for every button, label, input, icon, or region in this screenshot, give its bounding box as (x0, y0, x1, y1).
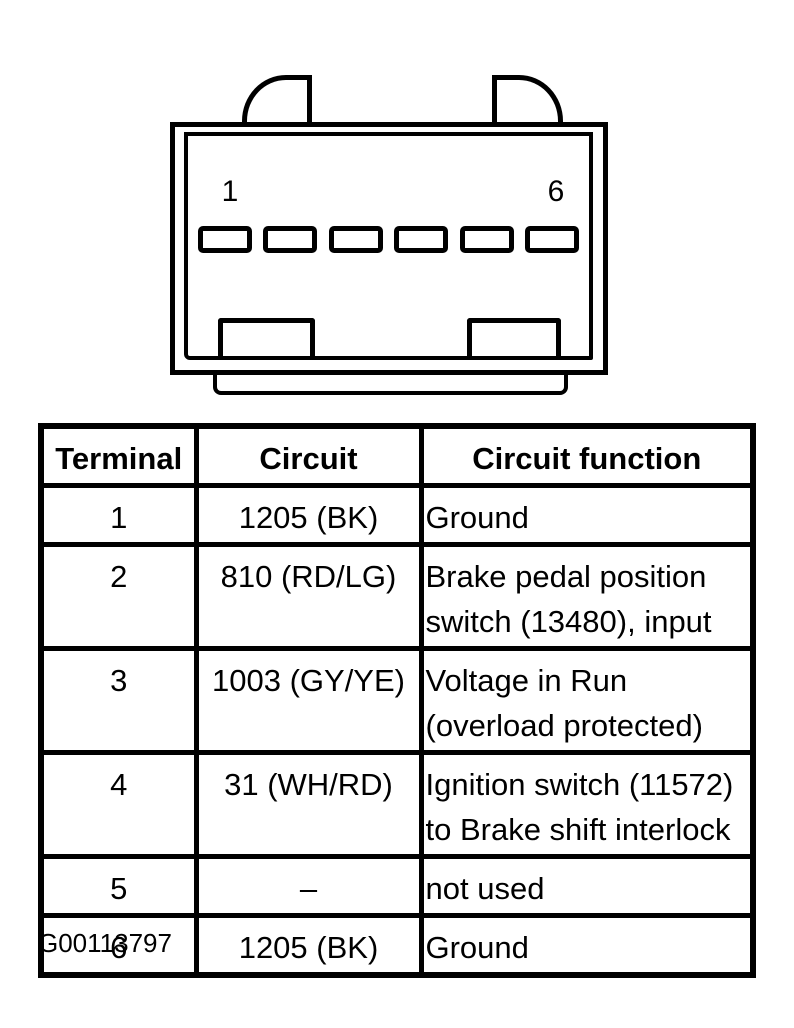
terminal-cell: 3 (38, 646, 199, 755)
terminal-cell: 5 (38, 854, 199, 918)
table-header-row: Terminal Circuit Circuit function (38, 423, 756, 488)
connector-base-bar (213, 375, 568, 395)
connector-diagram: 1 6 (0, 0, 794, 420)
table-row: 3 1003 (GY/YE) Voltage in Run (overload … (38, 646, 756, 755)
table-row: 6 1205 (BK) Ground (38, 913, 756, 978)
pin-1-label: 1 (221, 175, 239, 208)
connector-face-outline (184, 132, 593, 360)
circuit-cell: 1205 (BK) (193, 913, 424, 978)
pinout-table: Terminal Circuit Circuit function 1 1205… (38, 423, 756, 978)
terminal-slot-5 (460, 226, 514, 253)
terminal-slot-2 (263, 226, 317, 253)
mounting-tab-left (242, 75, 312, 127)
figure-id-label: G00113797 (38, 928, 172, 958)
circuit-cell: 810 (RD/LG) (193, 542, 424, 651)
terminal-cell: 4 (38, 750, 199, 859)
function-cell: Ground (418, 483, 756, 547)
table-row: 1 1205 (BK) Ground (38, 483, 756, 547)
keyway-left (218, 318, 315, 360)
function-cell: not used (418, 854, 756, 918)
function-cell: Ignition switch (11572) to Brake shift i… (418, 750, 756, 859)
terminal-cell: 6 (38, 913, 199, 978)
table-row: 4 31 (WH/RD) Ignition switch (11572) to … (38, 750, 756, 859)
terminal-slot-4 (394, 226, 448, 253)
terminal-slot-6 (525, 226, 579, 253)
table-row: 5 – not used (38, 854, 756, 918)
terminal-slot-3 (329, 226, 383, 253)
function-cell: Ground (418, 913, 756, 978)
mounting-tab-right (492, 75, 563, 127)
function-cell: Voltage in Run (overload protected) (418, 646, 756, 755)
circuit-cell: 1003 (GY/YE) (193, 646, 424, 755)
header-terminal: Terminal (38, 423, 199, 488)
circuit-cell: – (193, 854, 424, 918)
terminal-cell: 1 (38, 483, 199, 547)
header-circuit: Circuit (193, 423, 424, 488)
pin-6-label: 6 (547, 175, 565, 208)
header-circuit-function: Circuit function (418, 423, 756, 488)
terminal-cell: 2 (38, 542, 199, 651)
keyway-right (467, 318, 561, 360)
table-row: 2 810 (RD/LG) Brake pedal position switc… (38, 542, 756, 651)
terminal-slot-1 (198, 226, 252, 253)
function-cell: Brake pedal position switch (13480), inp… (418, 542, 756, 651)
circuit-cell: 1205 (BK) (193, 483, 424, 547)
circuit-cell: 31 (WH/RD) (193, 750, 424, 859)
